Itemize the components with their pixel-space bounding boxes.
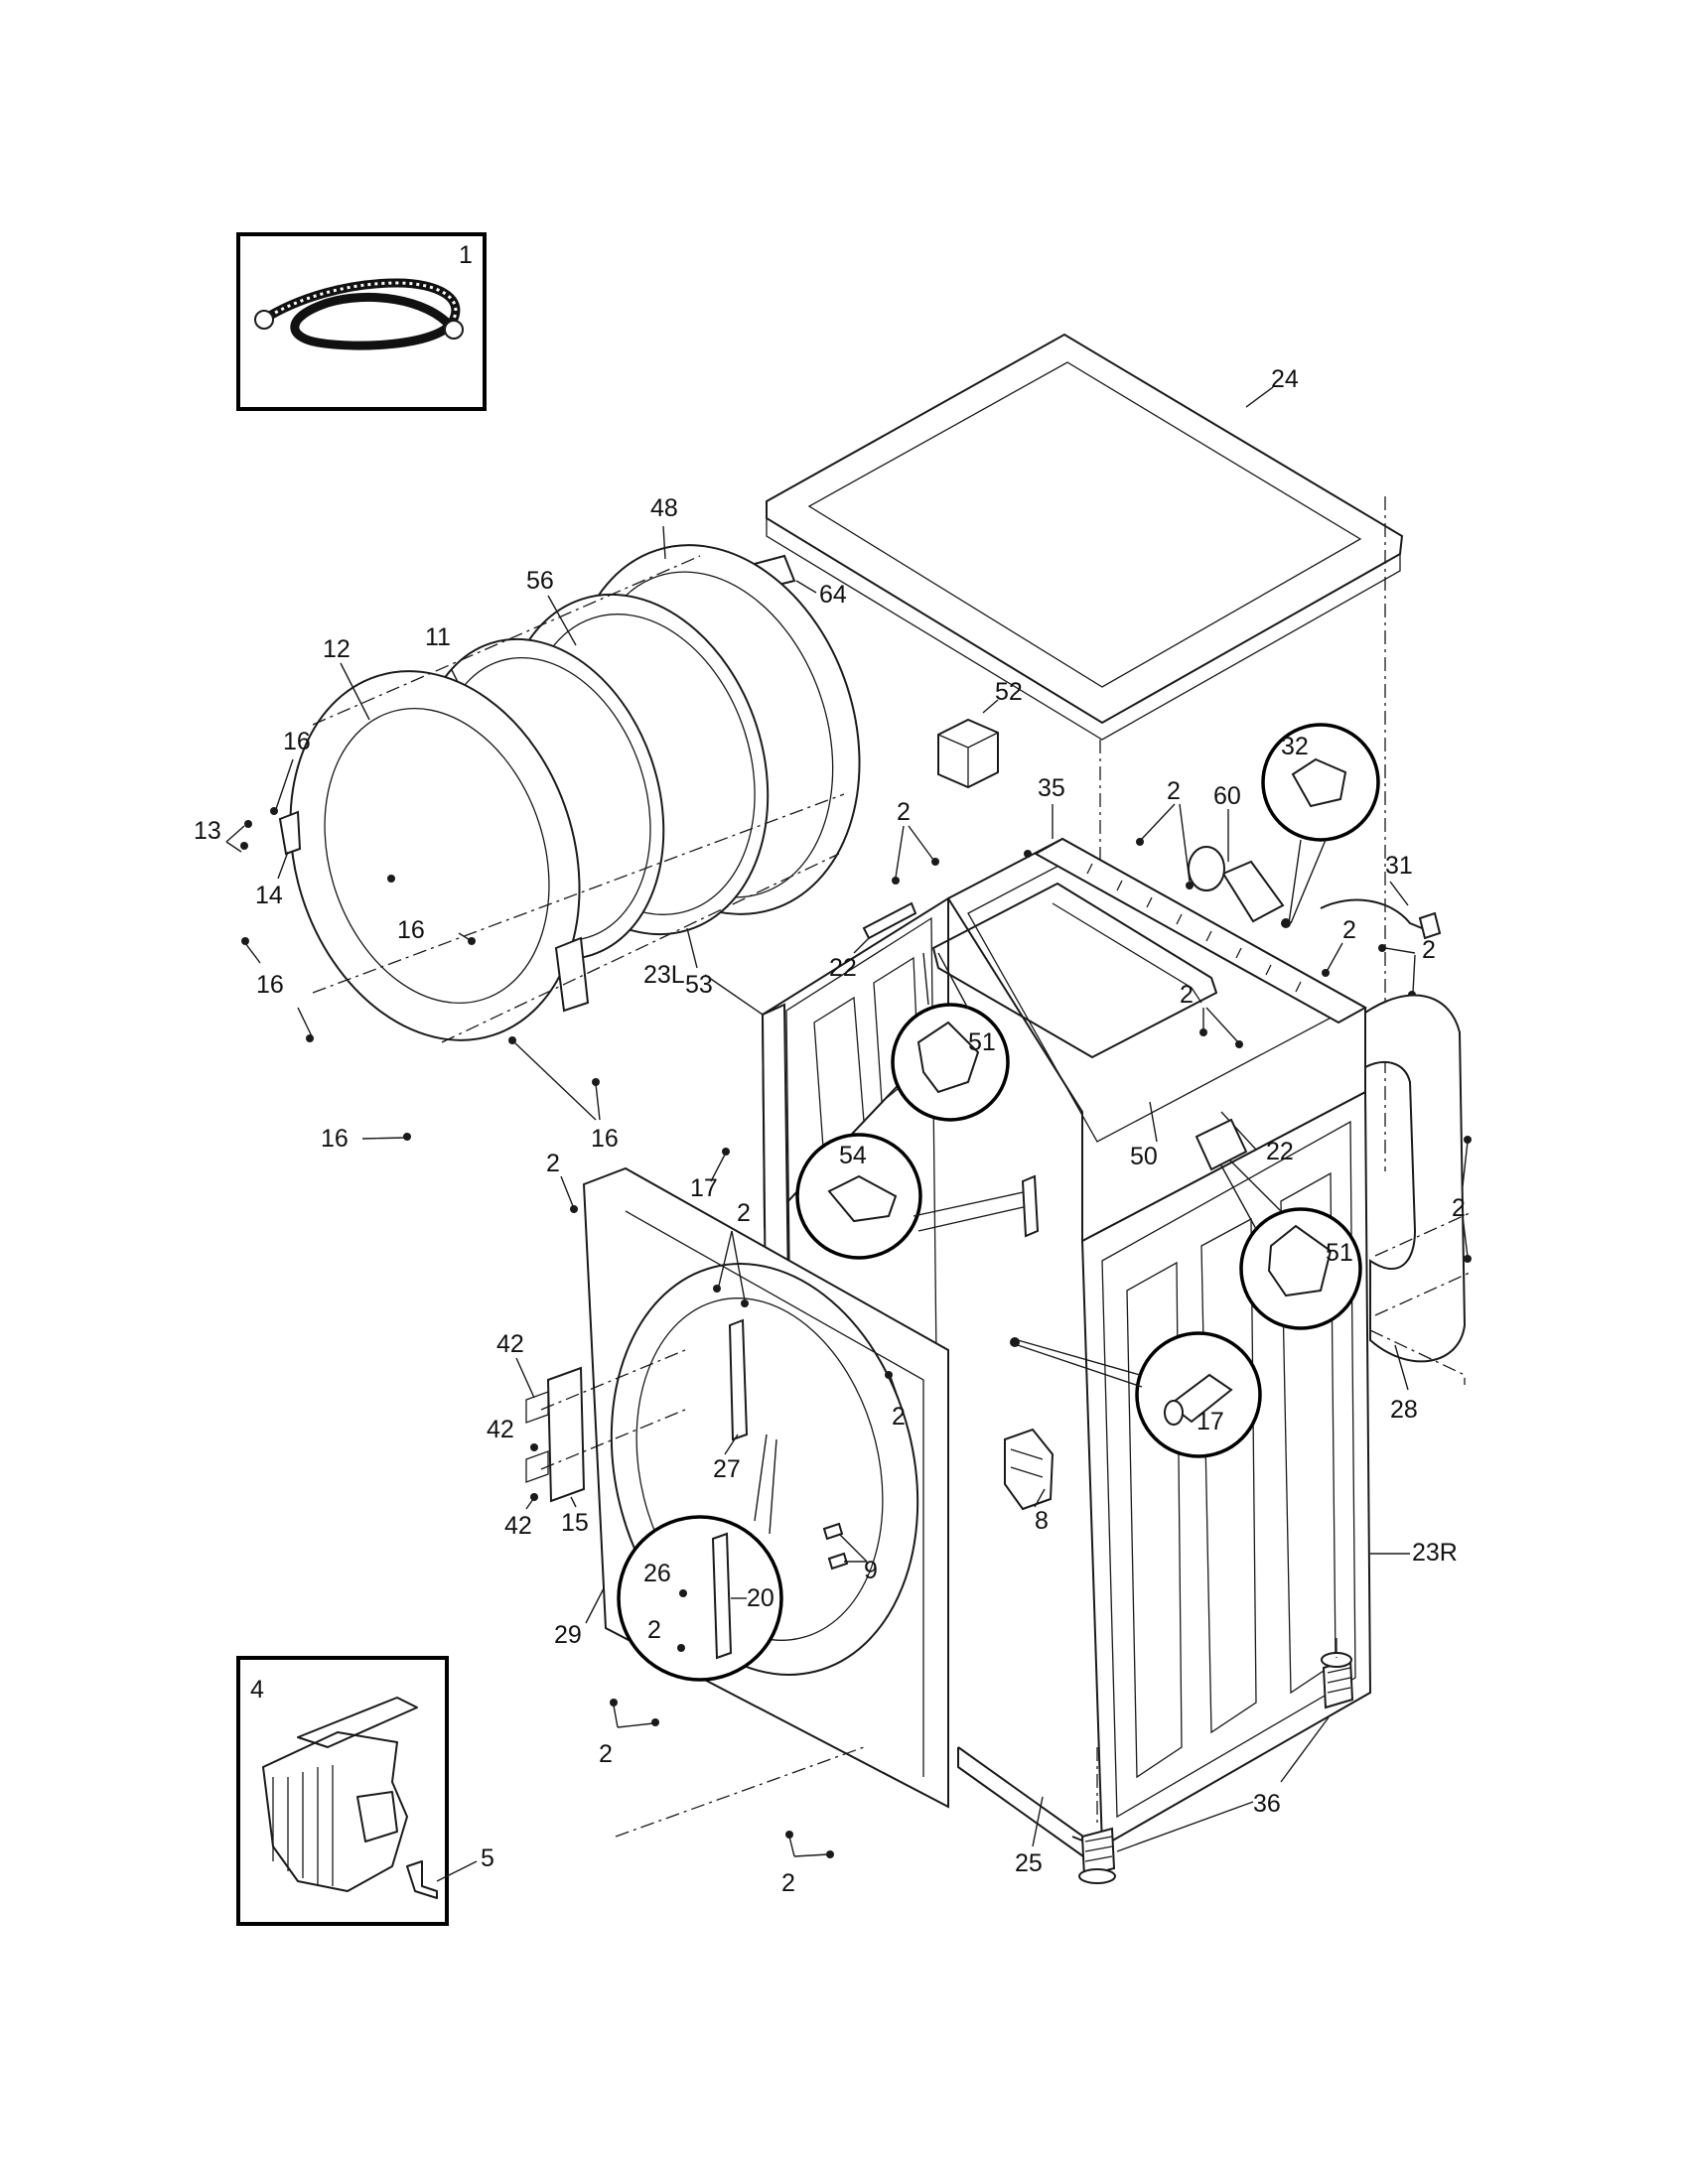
label-door-screw-right: 16 xyxy=(591,1125,619,1153)
cord-clip-callout: 32 xyxy=(1261,723,1380,924)
label-screw-rear: 2 xyxy=(1452,1194,1466,1222)
label-screw-front-a: 2 xyxy=(737,1199,751,1227)
label-leveling-leg: 36 xyxy=(1253,1790,1281,1818)
rear-panel: 28 2 xyxy=(1364,994,1472,1424)
label-cord-clip: 32 xyxy=(1281,733,1309,760)
label-gasket: 48 xyxy=(650,494,678,522)
label-plug-small: 17 xyxy=(690,1174,718,1202)
label-screw-arm-a: 2 xyxy=(897,798,911,826)
label-hinge-42-top: 42 xyxy=(496,1330,524,1358)
label-door-screw-left: 16 xyxy=(256,971,284,999)
label-hinge-arm-left: 22 xyxy=(829,954,857,982)
label-ring: 53 xyxy=(685,971,713,999)
hinge-assembly: 42 42 42 15 xyxy=(487,1330,686,1540)
label-panel-right: 23R xyxy=(1412,1539,1458,1567)
label-door-screw-mid: 16 xyxy=(397,916,425,944)
label-panel-left: 23L xyxy=(643,961,685,989)
label-screw-callout: 2 xyxy=(647,1616,661,1644)
spring-hook-callout-a: 51 xyxy=(891,952,1010,1122)
dispenser-inset: 4 5 xyxy=(236,1656,494,1926)
label-screw-cord: 2 xyxy=(1342,916,1356,944)
door-hardware: 16 13 14 16 16 16 16 xyxy=(194,728,619,1153)
label-door-screw-top: 16 xyxy=(283,728,311,755)
label-screw-left: 2 xyxy=(546,1150,560,1177)
leveling-legs: 36 xyxy=(1078,1638,1354,1884)
cabinet: 23L 23R 50 25 35 xyxy=(643,774,1458,1877)
label-hinge-screws: 13 xyxy=(194,817,221,845)
label-board: 60 xyxy=(1213,782,1241,810)
label-seal-outer: 11 xyxy=(425,623,451,651)
front-bottom-screws: 2 2 xyxy=(599,1699,834,1897)
label-hinge-arm-right: 22 xyxy=(1266,1138,1294,1165)
label-boot: 56 xyxy=(526,567,554,595)
label-rail: 35 xyxy=(1038,774,1065,802)
label-foot-inner: 9 xyxy=(864,1557,878,1584)
label-screw-bottom-a: 2 xyxy=(599,1740,613,1768)
label-box-part: 52 xyxy=(995,678,1023,706)
label-hinge: 15 xyxy=(561,1509,589,1537)
label-hinge-42-bottom: 42 xyxy=(504,1512,532,1540)
hose-inset: 1 xyxy=(236,232,487,411)
label-screw-bottom-b: 2 xyxy=(781,1869,795,1897)
label-cap: 64 xyxy=(819,581,847,609)
label-screw-back: 2 xyxy=(1422,936,1436,964)
label-top-cover: 24 xyxy=(1271,365,1299,393)
label-screw-crossbar: 2 xyxy=(1180,981,1194,1009)
inner-parts: 8 9 xyxy=(822,1428,1055,1584)
label-spring-hook-b: 51 xyxy=(1326,1239,1353,1267)
label-sensor: 8 xyxy=(1035,1507,1049,1535)
box-part: 52 xyxy=(937,678,1023,789)
electrical-parts: 60 31 2 2 2 2 xyxy=(1024,777,1442,1048)
label-hose: 1 xyxy=(459,241,473,269)
label-spring-hook-a: 51 xyxy=(968,1028,996,1056)
label-plug: 17 xyxy=(1196,1408,1224,1435)
label-dispenser: 4 xyxy=(250,1676,264,1704)
label-rear-panel: 28 xyxy=(1390,1396,1418,1424)
strike-callout: 26 2 20 xyxy=(617,1433,783,1682)
label-small-screw: 26 xyxy=(643,1560,671,1587)
gasket-assembly: 48 56 53 11 12 xyxy=(289,494,861,1043)
label-strip: 27 xyxy=(713,1455,741,1483)
label-front-panel: 29 xyxy=(554,1621,582,1649)
label-crossbar: 50 xyxy=(1130,1143,1158,1170)
clip-callout: 54 xyxy=(795,1133,1040,1260)
label-latch: 14 xyxy=(255,882,283,909)
hinge-arms: 2 22 22 xyxy=(829,798,1294,1165)
label-hinge-42-mid: 42 xyxy=(487,1416,514,1443)
label-door: 12 xyxy=(323,635,351,663)
label-power-cord: 31 xyxy=(1385,852,1413,880)
spring-hook-callout-b: 51 xyxy=(1195,1118,1362,1330)
label-strike: 20 xyxy=(747,1584,774,1612)
cabinet-left-screws: 2 17 xyxy=(546,1148,730,1213)
label-bracket: 5 xyxy=(481,1844,494,1872)
label-clip: 54 xyxy=(839,1142,867,1169)
label-screw-rail: 2 xyxy=(1167,777,1181,805)
label-screw-front-b: 2 xyxy=(892,1403,906,1431)
label-door-screw-bottom: 16 xyxy=(321,1125,349,1153)
label-base: 25 xyxy=(1015,1849,1043,1877)
plug-callout: 17 xyxy=(1010,1331,1262,1458)
